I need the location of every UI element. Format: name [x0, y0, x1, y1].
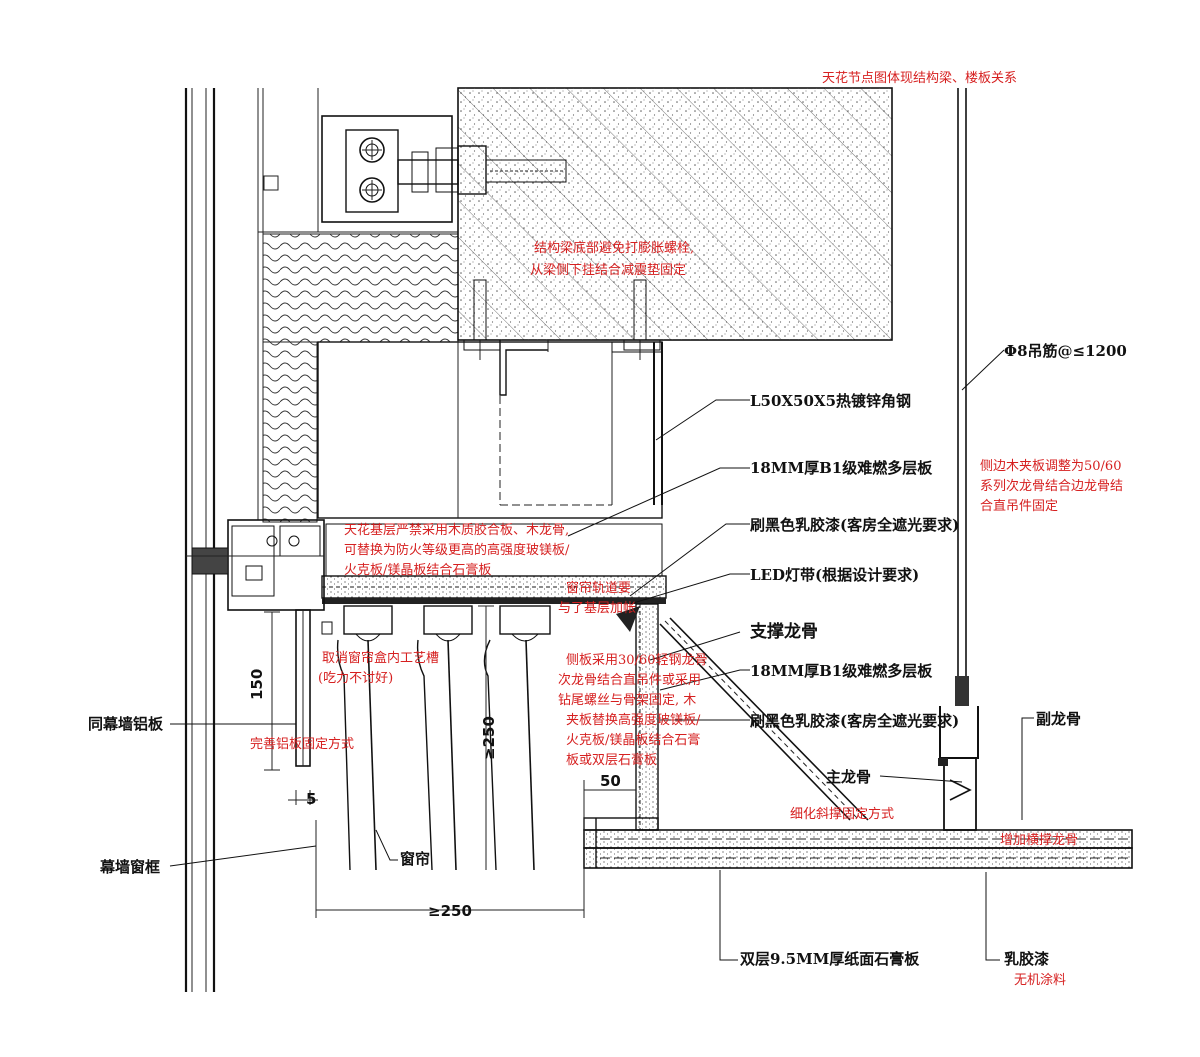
note-crossbar: 增加横撑龙骨 [1000, 833, 1078, 848]
anchor-bolts [463, 279, 661, 396]
label-hanger-rod: Φ8吊筋@≤1200 [1004, 342, 1127, 360]
dimension-labels: 150 5 ≥250 ≥250 50 [248, 669, 621, 920]
label-secondary-keel: 副龙骨 [1036, 710, 1081, 728]
dim-50: 50 [600, 772, 621, 790]
label-angle-steel: L50X50X5热镀锌角钢 [750, 392, 911, 410]
label-led-strip: LED灯带(根据设计要求) [750, 566, 919, 584]
hanger-rod-assembly [938, 88, 979, 831]
note-board-line-2: 次龙骨结合直吊件或采用 [558, 672, 701, 688]
label-black-paint-1: 刷黑色乳胶漆(客房全遮光要求) [750, 516, 959, 534]
note-side-line-2: 系列次龙骨结合边龙骨结 [980, 478, 1123, 494]
note-track-line-2: 与了基层加帐 [558, 601, 636, 616]
bolt-icon [359, 177, 385, 203]
window-frame-profile [186, 519, 325, 767]
insulation-batt [262, 233, 459, 523]
label-gypsum-board: 双层9.5MM厚纸面石膏板 [740, 950, 920, 968]
component-labels: Φ8吊筋@≤1200 L50X50X5热镀锌角钢 18MM厚B1级难燃多层板 刷… [88, 342, 1127, 968]
note-beam-line-2: 从梁侧下挂结合减震垫固定 [530, 262, 686, 278]
leader-lines [169, 349, 1034, 961]
note-side-line-3: 合直吊件固定 [980, 499, 1058, 514]
note-board-line-4: 夹板替换高强度玻镁板/ [566, 712, 701, 728]
label-plywood-1: 18MM厚B1级难燃多层板 [750, 459, 933, 477]
note-board-line-3: 钻尾螺丝与骨架固定, 木 [558, 693, 696, 708]
note-base-line-1: 天花基层严禁采用木质胶合板、木龙骨, [344, 522, 569, 538]
note-brace: 细化斜撑固定方式 [790, 806, 894, 822]
label-curtain: 窗帘 [400, 850, 430, 868]
dim-250-horizontal: ≥250 [428, 902, 472, 920]
bolt-icon [359, 137, 385, 163]
label-aluminum-panel: 同幕墙铝板 [88, 715, 164, 733]
gypsum-ceiling [583, 818, 1133, 869]
note-beam-line-1: 结构梁底部避免打膨胀螺栓, [534, 240, 694, 256]
angle-steel-frame [317, 341, 663, 519]
note-board-line-6: 板或双层石膏板 [566, 752, 657, 768]
side-panel-and-brace [583, 603, 869, 831]
note-coating: 无机涂料 [1014, 972, 1066, 988]
screw-icon [263, 175, 279, 191]
dim-250-vertical: ≥250 [480, 716, 498, 760]
note-aluminum: 完善铝板固定方式 [250, 736, 354, 752]
anchor-bracket [321, 115, 567, 223]
concrete-beam [457, 87, 893, 341]
dim-5: 5 [306, 790, 316, 808]
note-board-line-1: 侧板采用30/60轻钢龙骨 [566, 653, 707, 668]
note-groove-line-2: (吃力不讨好) [318, 670, 393, 686]
curtain-tracks [321, 605, 551, 871]
label-support-keel: 支撑龙骨 [750, 621, 818, 642]
plywood-layers [321, 523, 667, 604]
review-annotations: 天花节点图体现结构梁、楼板关系 结构梁底部避免打膨胀螺栓, 从梁侧下挂结合减震垫… [250, 70, 1123, 988]
note-base-line-3: 火克板/镁晶板结合石膏板 [344, 562, 491, 578]
note-track-line-1: 窗帘轨道要 [566, 580, 631, 596]
note-board-line-5: 火克板/镁晶板结合石膏 [566, 732, 700, 748]
screw-icon [266, 535, 278, 547]
label-main-keel: 主龙骨 [826, 768, 871, 786]
label-latex-paint: 乳胶漆 [1004, 950, 1049, 968]
note-side-line-1: 侧边木夹板调整为50/60 [980, 459, 1121, 474]
label-black-paint-2: 刷黑色乳胶漆(客房全遮光要求) [750, 712, 959, 730]
label-plywood-2: 18MM厚B1级难燃多层板 [750, 662, 933, 680]
note-groove-line-1: 取消窗帘盒内工艺槽 [322, 650, 439, 666]
note-top: 天花节点图体现结构梁、楼板关系 [822, 70, 1017, 86]
note-base-line-2: 可替换为防火等级更高的高强度玻镁板/ [344, 542, 570, 558]
label-curtain-wall-frame: 幕墙窗框 [99, 858, 160, 876]
dimension-lines [264, 605, 637, 918]
screw-icon [288, 535, 300, 547]
dim-150: 150 [248, 669, 266, 700]
